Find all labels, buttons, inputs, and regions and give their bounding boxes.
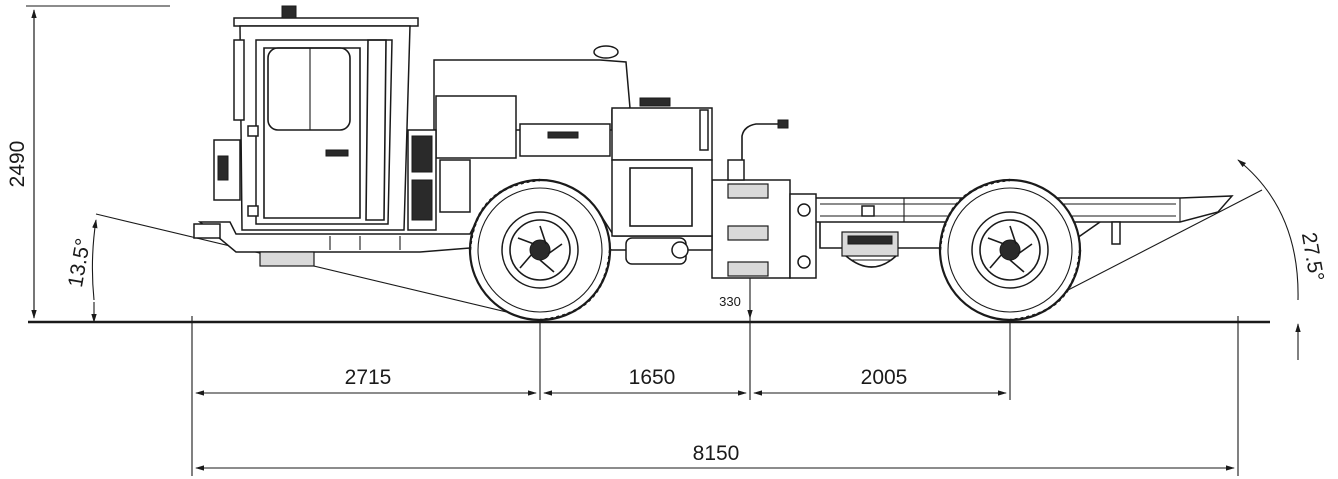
vehicle	[193, 5, 1234, 322]
rear-wheel	[938, 178, 1082, 322]
ground-clearance-label: 330	[719, 294, 741, 309]
wheelbase-rear-label: 2005	[861, 366, 908, 389]
ground-clearance: 330	[719, 276, 753, 319]
cab	[213, 5, 419, 231]
approach-angle-label: 13.5°	[64, 237, 95, 290]
front-overhang-label: 2715	[345, 366, 392, 389]
rear-differential	[841, 231, 899, 268]
extension-lines	[191, 316, 1239, 476]
muffler	[625, 237, 689, 265]
articulation-hitch	[711, 119, 817, 279]
engine-hood	[407, 45, 671, 231]
height-dimension: 2490	[6, 5, 170, 319]
dimension-overall-length: 8150	[195, 442, 1235, 471]
dimension-wheelbase-rear: 2005	[753, 366, 1007, 396]
height-label: 2490	[6, 141, 29, 188]
front-wheel	[468, 178, 612, 322]
hydraulic-tank	[611, 107, 713, 237]
overall-length-label: 8150	[693, 442, 740, 465]
dimension-front-overhang: 2715	[195, 366, 537, 396]
departure-angle-label: 27.5°	[1297, 231, 1328, 284]
dimension-wheelbase-front: 1650	[543, 366, 747, 396]
wheelbase-front-label: 1650	[629, 366, 676, 389]
